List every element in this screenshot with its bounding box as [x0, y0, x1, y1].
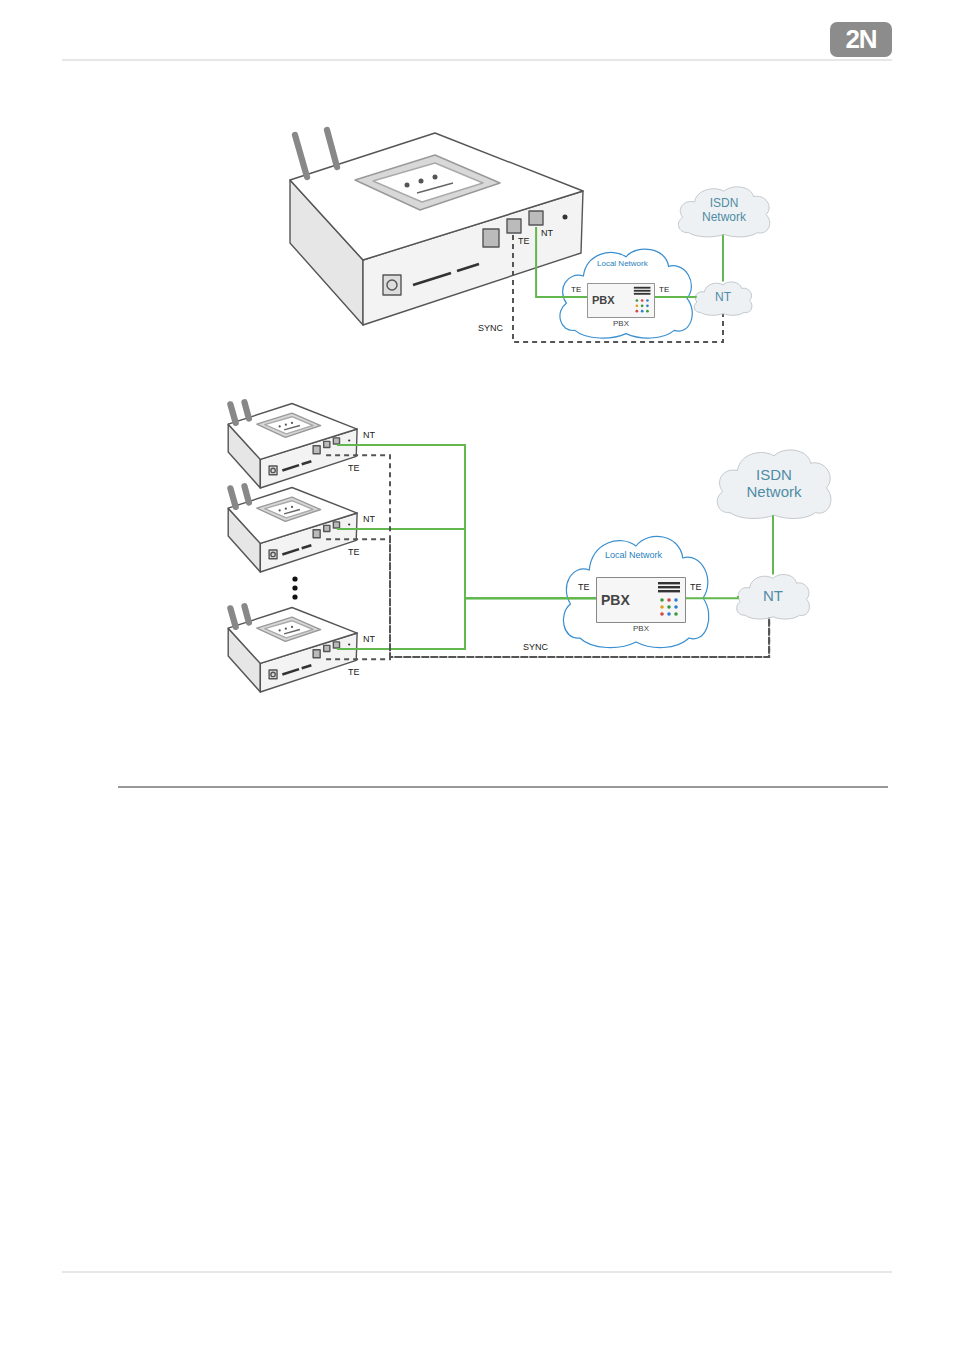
gateway-illustration	[226, 400, 376, 492]
port-label: TE	[348, 547, 360, 557]
gateway-illustration	[226, 484, 376, 576]
cloud-label: NT	[715, 291, 731, 305]
port-label: NT	[363, 430, 375, 440]
gsm-gateway: NT TE	[226, 484, 376, 576]
network-cloud: ISDN Network	[713, 446, 835, 520]
line-connection	[337, 598, 596, 649]
port-label: TE	[571, 285, 581, 294]
line-connection	[337, 529, 596, 598]
edge-label: SYNC	[521, 642, 550, 652]
port-label: TE	[690, 582, 702, 592]
network-cloud: NT	[692, 280, 754, 316]
port-label: TE	[518, 236, 530, 246]
sync-connection	[326, 455, 769, 657]
cloud-label: NT	[763, 587, 783, 604]
continuation-dot	[292, 594, 297, 599]
gsm-gateway: TE NT	[285, 125, 585, 330]
port-label: TE	[659, 285, 669, 294]
gsm-gateway: NT TE	[226, 604, 376, 696]
logo-text: 2N	[845, 25, 876, 55]
continuation-dot	[292, 576, 297, 581]
continuation-dot	[292, 585, 297, 590]
port-label: TE	[348, 463, 360, 473]
pbx-unit: PBXPBX	[587, 283, 655, 318]
port-label: TE	[348, 667, 360, 677]
gateway-illustration	[285, 125, 585, 330]
brand-logo: 2N	[830, 22, 892, 57]
network-cloud: NT	[734, 572, 812, 620]
pbx-name: PBX	[592, 294, 615, 307]
line-connection	[337, 445, 596, 598]
port-label: NT	[541, 228, 553, 238]
cloud-label: ISDN Network	[695, 197, 753, 225]
pbx-caption: PBX	[587, 319, 655, 328]
cloud-label: ISDN Network	[737, 466, 811, 501]
gsm-gateway: NT TE	[226, 400, 376, 492]
pbx-caption: PBX	[596, 624, 686, 633]
network-cloud: ISDN Network	[675, 184, 773, 238]
port-label: NT	[363, 514, 375, 524]
port-label: TE	[578, 582, 590, 592]
edge-label: SYNC	[476, 323, 505, 333]
pbx-unit: PBXPBX	[596, 577, 686, 623]
gateway-illustration	[226, 604, 376, 696]
header-rule	[62, 60, 892, 61]
line-connection	[773, 516, 774, 574]
line-connection	[723, 236, 724, 282]
network-label: Local Network	[597, 259, 648, 268]
footer-rule	[62, 1272, 892, 1273]
port-label: NT	[363, 634, 375, 644]
section-rule	[118, 787, 888, 788]
pbx-name: PBX	[601, 592, 630, 608]
network-label: Local Network	[605, 550, 662, 560]
